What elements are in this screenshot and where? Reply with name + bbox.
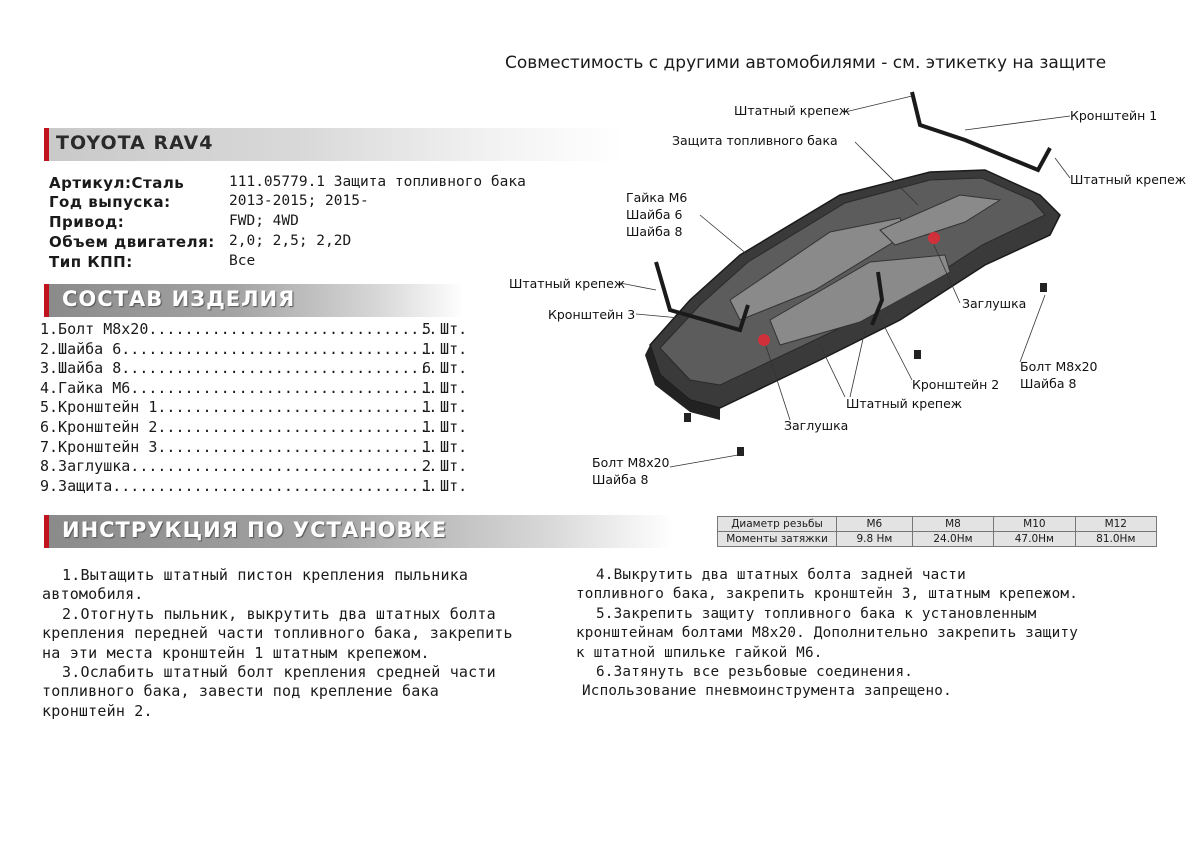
- list-item: 5.Кронштейн 1...........................…: [40, 398, 468, 417]
- list-item: 6.Кронштейн 2...........................…: [40, 417, 468, 436]
- spec-key: Привод:: [49, 213, 125, 231]
- spec-value: 2,0; 2,5; 2,2D: [229, 233, 352, 249]
- table-cell: 81.0Нм: [1074, 531, 1158, 547]
- plug-icon: [758, 334, 770, 346]
- model-title-bar: TOYOTA RAV4: [44, 128, 624, 161]
- bolt-icon: [684, 283, 1047, 456]
- instruction-line: Использование пневмоинструмента запрещен…: [582, 683, 952, 700]
- instruction-line: крепления передней части топливного бака…: [42, 624, 513, 643]
- table-cell: Моменты затяжки: [717, 531, 837, 547]
- list-item: 2.Шайба 6...............................…: [40, 339, 468, 358]
- table-row: Диаметр резьбы М6 М8 М10 М12: [717, 516, 1158, 532]
- leader-lines: [619, 95, 1071, 468]
- label-bolt: Болт М8x20: [1020, 359, 1098, 374]
- instruction-line: 2.Отогнуть пыльник, выкрутить два штатны…: [62, 604, 496, 623]
- install-steps-left: 1.Вытащить штатный пистон крепления пыль…: [42, 566, 513, 721]
- guard-plate: [645, 169, 1061, 420]
- install-title: ИНСТРУКЦИЯ ПО УСТАНОВКЕ: [62, 518, 448, 542]
- spec-key: Артикул:Сталь: [49, 174, 185, 192]
- table-cell: Диаметр резьбы: [717, 516, 837, 532]
- instruction-line: 6.Затянуть все резьбовые соединения.: [596, 664, 914, 681]
- bracket-1-icon: [910, 91, 1052, 173]
- table-cell: М12: [1074, 516, 1158, 532]
- spec-key: Тип КПП:: [49, 253, 133, 271]
- accent-stripe: [44, 515, 49, 548]
- label-plug: Заглушка: [784, 418, 849, 433]
- instruction-line: топливного бака, закрепить кронштейн 3, …: [576, 586, 1079, 603]
- label-std-fastener: Штатный крепеж: [846, 396, 963, 411]
- instruction-line: 1.Вытащить штатный пистон крепления пыль…: [62, 566, 469, 584]
- parts-list: 1.Болт М8x20............................…: [40, 320, 480, 496]
- accent-stripe: [44, 128, 49, 161]
- label-washer-8: Шайба 8: [592, 472, 649, 487]
- list-item: 1.Болт М8x20............................…: [40, 320, 468, 338]
- model-title: TOYOTA RAV4: [56, 132, 214, 154]
- spec-value: 111.05779.1 Защита топливного бака: [229, 174, 526, 190]
- label-std-fastener: Штатный крепеж: [509, 276, 626, 291]
- table-row: Моменты затяжки 9.8 Нм 24.0Нм 47.0Нм 81.…: [717, 531, 1158, 547]
- accent-stripe: [44, 284, 49, 317]
- table-cell: 9.8 Нм: [836, 531, 913, 547]
- instruction-line: 3.Ослабить штатный болт крепления средне…: [62, 663, 496, 682]
- composition-title-bar: СОСТАВ ИЗДЕЛИЯ: [44, 284, 464, 317]
- label-bracket-2: Кронштейн 2: [912, 377, 1000, 392]
- bracket-3-icon: [654, 261, 750, 333]
- spec-value: FWD; 4WD: [229, 213, 299, 229]
- list-item: 4.Гайка М6..............................…: [40, 378, 468, 397]
- label-bracket-3: Кронштейн 3: [548, 307, 636, 322]
- label-std-fastener: Штатный крепеж: [1070, 172, 1187, 187]
- label-plug: Заглушка: [962, 296, 1027, 311]
- table-cell: М8: [911, 516, 995, 532]
- instruction-line: 4.Выкрутить два штатных болта задней час…: [596, 567, 966, 583]
- bracket-2-icon: [870, 271, 885, 326]
- label-bolt: Болт М8x20: [592, 455, 670, 470]
- instruction-line: к штатной шпильке гайкой М6.: [576, 644, 823, 661]
- label-tank-guard: Защита топливного бака: [672, 133, 838, 148]
- list-item: 9.Защита................................…: [40, 476, 468, 495]
- instruction-line: кронштейнам болтами М8x20. Дополнительно…: [576, 625, 1079, 642]
- plug-icon: [928, 232, 940, 244]
- list-item: 8.Заглушка..............................…: [40, 457, 468, 476]
- install-title-bar: ИНСТРУКЦИЯ ПО УСТАНОВКЕ: [44, 515, 674, 548]
- list-item: 7.Кронштейн 3...........................…: [40, 437, 468, 456]
- compatibility-note: Совместимость с другими автомобилями - с…: [505, 53, 1107, 73]
- install-steps-right: 4.Выкрутить два штатных болта задней час…: [576, 566, 1078, 702]
- instruction-line: топливного бака, завести под крепление б…: [42, 682, 439, 701]
- table-cell: 24.0Нм: [911, 531, 995, 547]
- instruction-line: на эти места кронштейн 1 штатным крепежо…: [42, 643, 430, 662]
- table-cell: 47.0Нм: [993, 531, 1076, 547]
- label-washer-6: Шайба 6: [626, 207, 683, 222]
- instruction-line: 5.Закрепить защиту топливного бака к уст…: [596, 605, 1037, 622]
- label-washer-8: Шайба 8: [626, 224, 683, 239]
- list-item: 3.Шайба 8...............................…: [40, 359, 468, 378]
- label-washer-8: Шайба 8: [1020, 376, 1077, 391]
- composition-title: СОСТАВ ИЗДЕЛИЯ: [62, 287, 296, 311]
- table-cell: М10: [993, 516, 1076, 532]
- torque-table: Диаметр резьбы М6 М8 М10 М12 Моменты зат…: [717, 516, 1158, 547]
- spec-key: Год выпуска:: [49, 193, 171, 211]
- instruction-line: автомобиля.: [42, 585, 144, 604]
- label-nut-m6: Гайка М6: [626, 190, 688, 205]
- spec-key: Объем двигателя:: [49, 233, 215, 251]
- label-bracket-1: Кронштейн 1: [1070, 108, 1158, 123]
- spec-value: 2013-2015; 2015-: [229, 193, 369, 209]
- instruction-line: кронштейн 2.: [42, 701, 153, 720]
- exploded-diagram: [619, 91, 1071, 468]
- spec-value: Все: [229, 253, 256, 269]
- label-std-fastener: Штатный крепеж: [734, 103, 851, 118]
